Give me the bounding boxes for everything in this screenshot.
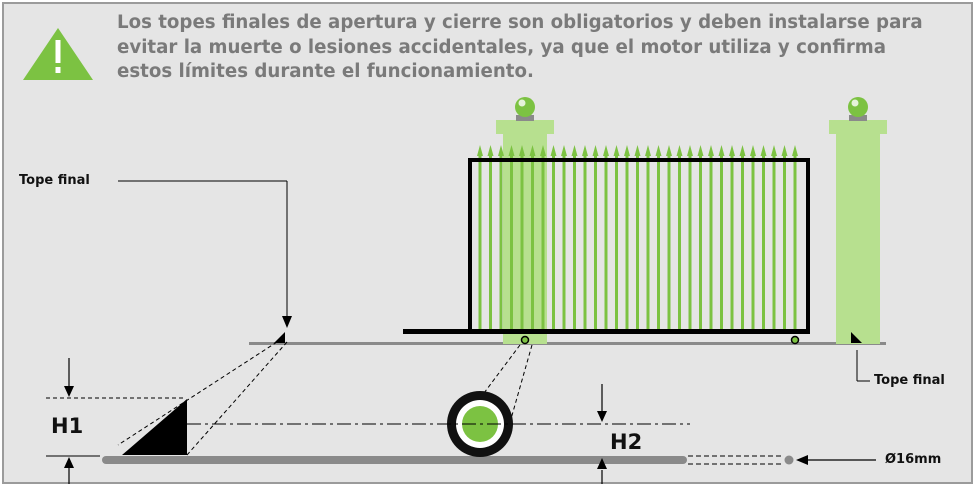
picket-tip — [592, 145, 599, 156]
ground-line — [249, 342, 886, 345]
picket-tip — [498, 145, 504, 156]
diameter-label: Ø16mm — [885, 452, 942, 467]
end-stop-label-right: Tope final — [874, 373, 945, 388]
end-stop-ramp — [122, 399, 187, 455]
picket-tip — [477, 145, 483, 156]
end-stop-right-small — [851, 332, 862, 343]
gate-picket — [615, 156, 618, 330]
gate-picket — [678, 156, 681, 330]
picket-tip — [634, 145, 641, 156]
gate-picket — [594, 156, 597, 330]
gate-picket — [709, 156, 713, 330]
picket-tip — [718, 145, 725, 156]
end-stop-left-small — [274, 332, 285, 343]
gate-picket — [657, 156, 660, 330]
picket-tip — [781, 145, 788, 156]
picket-tip — [613, 145, 620, 156]
gate-picket — [699, 156, 702, 330]
gate-picket — [510, 156, 513, 330]
warning-message: Los topes finales de apertura y cierre s… — [117, 12, 923, 82]
picket-tip — [540, 145, 546, 156]
picket-tip — [519, 145, 525, 156]
sliding-gate — [403, 158, 810, 345]
end-stop-label-left: Tope final — [19, 173, 90, 188]
gate-picket — [499, 156, 503, 330]
picket-tip — [676, 145, 683, 156]
picket-tip — [645, 145, 651, 156]
leader-right — [856, 350, 870, 382]
gate-picket — [541, 156, 545, 330]
gate-picket — [520, 156, 524, 330]
gate-picket — [573, 156, 576, 330]
picket-tip — [603, 145, 609, 156]
gate-picket — [478, 156, 482, 330]
gate-picket — [772, 156, 776, 330]
gate-picket — [552, 156, 555, 330]
picket-tip — [550, 145, 557, 156]
gate-picket — [720, 156, 723, 330]
right-post — [829, 97, 887, 344]
picket-tip — [508, 145, 515, 156]
gate-picket — [783, 156, 786, 330]
warning-triangle-icon — [23, 28, 93, 80]
projection-lines — [117, 341, 533, 456]
gate-picket — [636, 156, 639, 330]
picket-tip — [571, 145, 578, 156]
gate-picket — [562, 156, 566, 330]
picket-tip — [529, 145, 536, 156]
h1-label: H1 — [51, 414, 84, 438]
picket-tip — [655, 145, 662, 156]
gate-picket — [688, 156, 692, 330]
gate-picket — [646, 156, 650, 330]
picket-tip — [760, 145, 767, 156]
left-post — [496, 97, 554, 344]
picket-tip — [624, 145, 630, 156]
gate-picket — [489, 156, 492, 330]
gate-picket — [531, 156, 534, 330]
gate-picket — [762, 156, 765, 330]
gate-picket — [793, 156, 797, 330]
gate-picket — [730, 156, 734, 330]
leader-left — [118, 180, 292, 328]
gate-picket — [667, 156, 671, 330]
picket-tip — [792, 145, 798, 156]
picket-tip — [708, 145, 714, 156]
picket-tip — [771, 145, 777, 156]
gate-picket — [625, 156, 629, 330]
picket-tip — [697, 145, 704, 156]
gate-picket — [741, 156, 744, 330]
picket-tip — [561, 145, 567, 156]
picket-tip — [729, 145, 735, 156]
picket-tip — [666, 145, 672, 156]
h2-dimension — [597, 384, 607, 484]
picket-tip — [687, 145, 693, 156]
gate-picket — [604, 156, 608, 330]
diameter-arrow — [796, 455, 876, 465]
gate-picket — [583, 156, 587, 330]
h1-dimension — [46, 358, 184, 484]
picket-tip — [487, 145, 494, 156]
picket-tip — [739, 145, 746, 156]
gate-picket — [751, 156, 755, 330]
picket-tip — [582, 145, 588, 156]
h2-label: H2 — [610, 430, 643, 454]
picket-tip — [750, 145, 756, 156]
rail — [102, 456, 687, 464]
gate-bars — [477, 145, 798, 330]
